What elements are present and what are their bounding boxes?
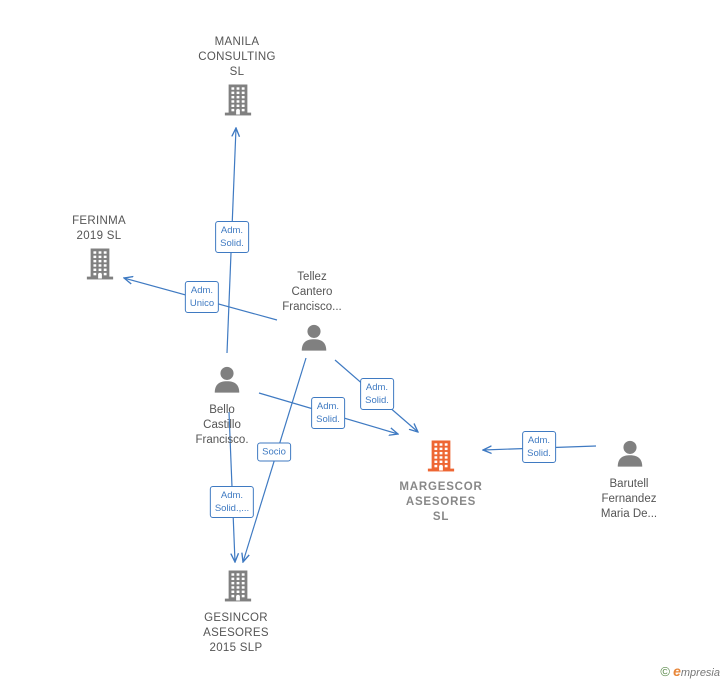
building-icon[interactable] <box>426 439 456 478</box>
edge-label-line: Adm. <box>190 285 214 296</box>
edge-label-tellez-to-margescor[interactable]: Adm. Solid. <box>360 378 394 410</box>
node-label-line: Barutell <box>609 478 649 490</box>
edge-label-line: Adm. <box>365 382 389 393</box>
node-label-gesincor[interactable]: GESINCOR ASESORES 2015 SLP <box>203 611 269 656</box>
edge-label-bello-to-gesincor[interactable]: Adm. Solid.,... <box>209 486 255 518</box>
node-label-line: CONSULTING <box>198 51 276 63</box>
edge-label-line: Adm. <box>527 435 551 446</box>
edge-label-line: Solid. <box>365 395 389 406</box>
copyright-symbol: © <box>660 664 671 679</box>
edge-label-bello-to-manila[interactable]: Adm. Solid. <box>215 221 249 253</box>
edges-layer <box>124 128 597 562</box>
node-label-line: MARGESCOR <box>399 481 483 493</box>
building-icon[interactable] <box>85 247 115 286</box>
brand-name: mpresia <box>680 667 720 679</box>
edge-label-line: Solid. <box>220 238 244 249</box>
person-icon[interactable] <box>616 440 644 473</box>
edge-label-line: Socio <box>262 446 286 458</box>
node-label-ferinma[interactable]: FERINMA 2019 SL <box>72 214 126 244</box>
edge-label-line: Adm. <box>316 401 340 412</box>
edge-label-bello-to-margescor[interactable]: Adm. Solid. <box>311 397 345 429</box>
footer-brand: © empresia <box>660 663 720 679</box>
node-label-line: Maria De... <box>600 508 658 520</box>
node-label-line: SL <box>432 511 450 523</box>
building-icon[interactable] <box>223 83 253 122</box>
node-label-line: Bello <box>209 404 235 416</box>
node-label-line: Francisco... <box>282 301 342 313</box>
node-label-line: Tellez <box>297 271 327 283</box>
edge-label-tellez-to-ferinma[interactable]: Adm. Unico <box>184 281 220 313</box>
edge-label-line: Solid. <box>527 448 551 459</box>
node-label-line: GESINCOR <box>204 612 268 624</box>
node-label-line: MANILA <box>214 36 260 48</box>
edge-label-tellez-to-gesincor[interactable]: Socio <box>257 442 291 462</box>
node-label-line: Castillo <box>203 419 241 431</box>
node-label-line: ASESORES <box>203 627 269 639</box>
node-label-line: Fernandez <box>601 493 657 505</box>
edge-label-line: Adm. <box>220 225 244 236</box>
node-label-line: 2015 SLP <box>209 642 263 654</box>
node-label-margescor[interactable]: MARGESCOR ASESORES SL <box>399 480 482 525</box>
edge-label-line: Unico <box>189 298 215 309</box>
edge-label-line: Solid. <box>316 414 340 425</box>
node-label-line: 2019 SL <box>76 230 122 242</box>
edge-label-line: Adm. <box>220 490 244 501</box>
edge-label-barutell-to-margescor[interactable]: Adm. Solid. <box>522 431 556 463</box>
node-label-manila[interactable]: MANILA CONSULTING SL <box>198 35 276 80</box>
person-icon[interactable] <box>213 366 241 399</box>
node-label-line: FERINMA <box>72 215 126 227</box>
brand-initial: e <box>673 663 681 679</box>
building-icon[interactable] <box>223 569 253 608</box>
node-label-line: Francisco. <box>195 434 249 446</box>
node-label-line: SL <box>229 66 245 78</box>
node-label-line: ASESORES <box>405 496 477 508</box>
node-label-line: Cantero <box>291 286 333 298</box>
edge-label-line: Solid.,... <box>214 503 250 514</box>
person-icon[interactable] <box>300 324 328 357</box>
